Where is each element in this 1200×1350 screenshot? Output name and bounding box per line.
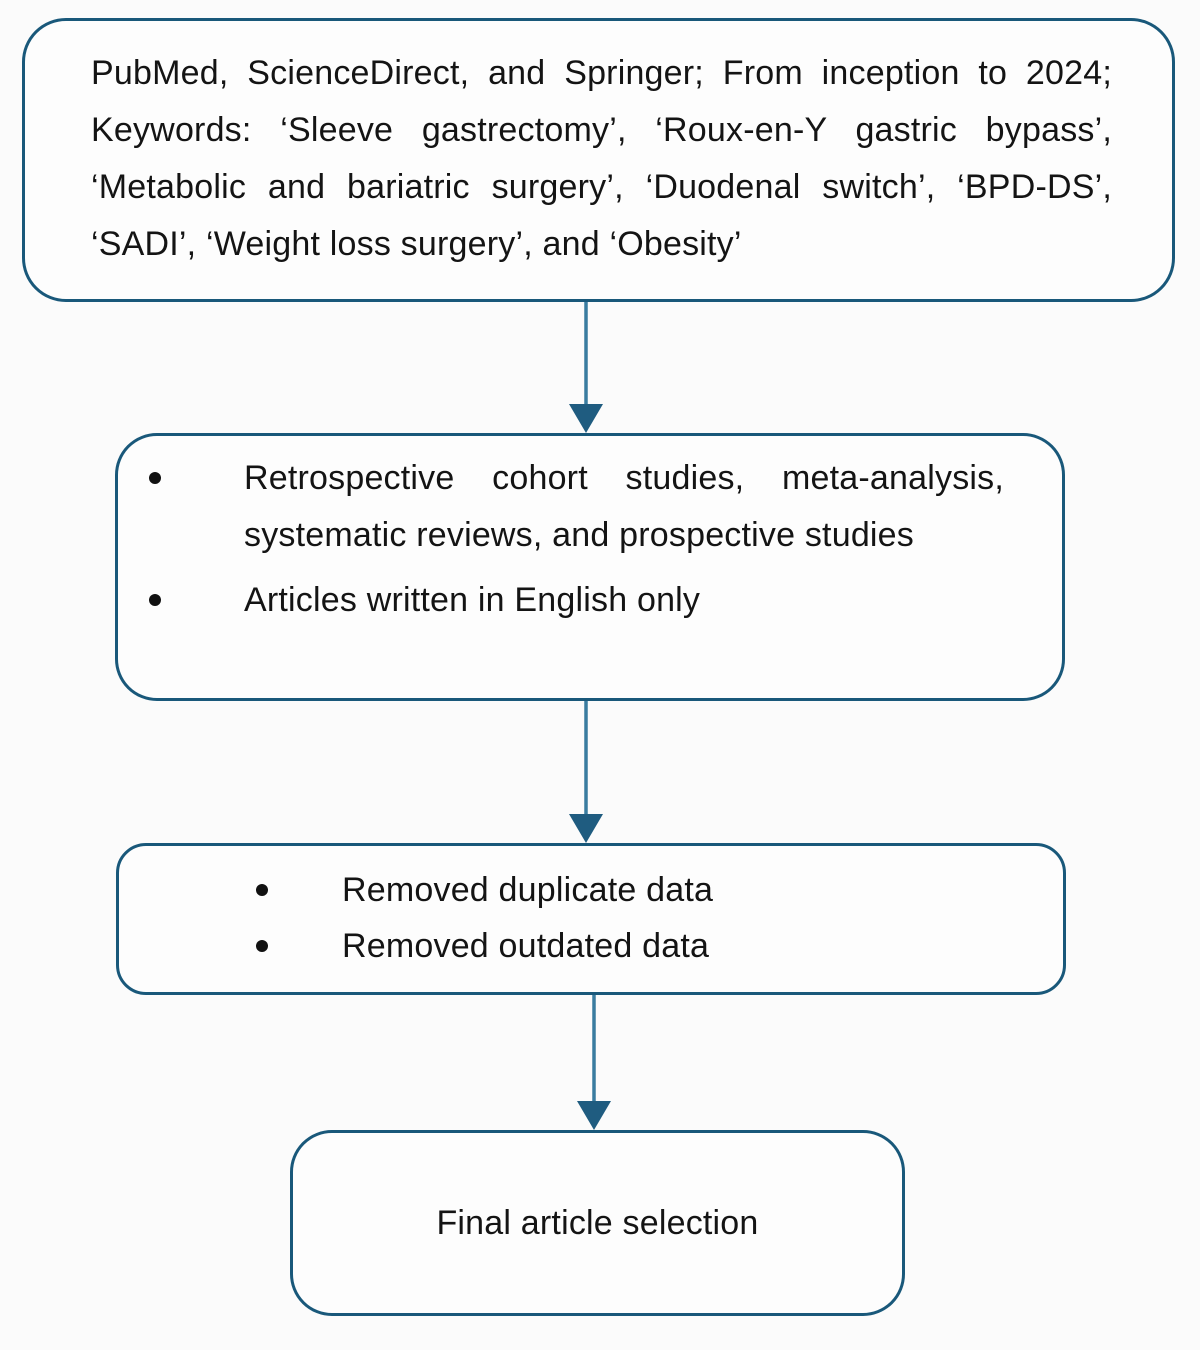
search-sources-text: PubMed, ScienceDirect, and Springer; Fro… — [91, 54, 1112, 263]
bullet-icon — [149, 472, 161, 484]
data-cleaning-list: Removed duplicate data Removed outdated … — [119, 862, 1023, 974]
bullet-icon — [149, 594, 161, 606]
list-item: Removed duplicate data — [119, 862, 1023, 918]
list-item-text: Removed outdated data — [342, 927, 710, 965]
final-selection-text: Final article selection — [436, 1203, 759, 1242]
list-item: Articles written in English only — [118, 572, 1004, 629]
flow-step-inclusion-criteria: Retrospective cohort studies, meta-analy… — [115, 433, 1065, 701]
flow-step-final-selection: Final article selection — [290, 1130, 905, 1316]
flow-arrow-2 — [569, 701, 603, 843]
flow-arrow-1 — [569, 302, 603, 433]
flow-step-data-cleaning: Removed duplicate data Removed outdated … — [116, 843, 1066, 995]
list-item-text: Articles written in English only — [244, 581, 701, 619]
flow-arrow-3 — [577, 995, 611, 1130]
inclusion-criteria-list: Retrospective cohort studies, meta-analy… — [118, 450, 1004, 629]
list-item-text: Removed duplicate data — [342, 871, 714, 909]
arrow-head-icon — [569, 404, 603, 433]
arrow-head-icon — [577, 1101, 611, 1130]
list-item: Retrospective cohort studies, meta-analy… — [118, 450, 1004, 564]
arrow-head-icon — [569, 814, 603, 843]
bullet-icon — [256, 940, 268, 952]
bullet-icon — [256, 884, 268, 896]
flow-step-search-sources: PubMed, ScienceDirect, and Springer; Fro… — [22, 18, 1175, 302]
list-item: Removed outdated data — [119, 918, 1023, 974]
list-item-text: Retrospective cohort studies, meta-analy… — [244, 459, 1004, 554]
